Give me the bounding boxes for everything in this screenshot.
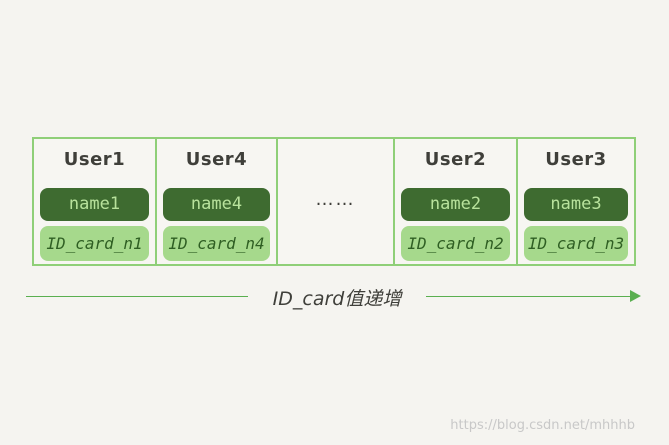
name-field: name1 (40, 188, 149, 221)
arrow-head-icon (630, 290, 641, 302)
user-label: User1 (63, 149, 126, 170)
name-field: name4 (163, 188, 270, 221)
axis-line-right (426, 296, 632, 297)
axis-line-left (26, 296, 248, 297)
name-field: name2 (401, 188, 510, 221)
record-cell-user3: User3 name3 ID_card_n3 (518, 139, 634, 264)
axis-label: ID_card值递增 (272, 288, 402, 310)
record-cell-user2: User2 name2 ID_card_n2 (395, 139, 518, 264)
id-card-field: ID_card_n4 (163, 226, 270, 261)
ellipsis: …… (315, 189, 356, 210)
record-cell-user4: User4 name4 ID_card_n4 (157, 139, 278, 264)
id-card-field: ID_card_n2 (401, 226, 510, 261)
user-label: User2 (424, 149, 487, 170)
user-label: User4 (185, 149, 248, 170)
id-card-field: ID_card_n3 (524, 226, 628, 261)
user-label: User3 (545, 149, 607, 170)
record-cell-user1: User1 name1 ID_card_n1 (34, 139, 157, 264)
watermark: https://blog.csdn.net/mhhhb (450, 418, 635, 433)
index-row: User1 name1 ID_card_n1 User4 name4 ID_ca… (32, 137, 636, 266)
ellipsis-cell: …… (278, 139, 395, 264)
id-card-field: ID_card_n1 (40, 226, 149, 261)
name-field: name3 (524, 188, 628, 221)
